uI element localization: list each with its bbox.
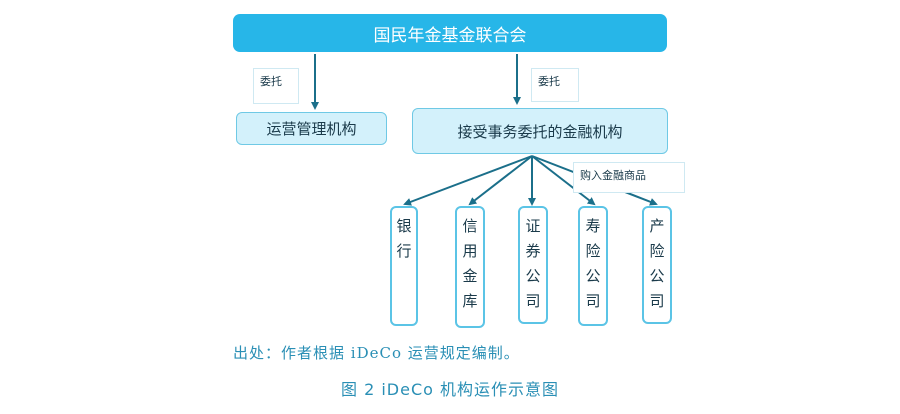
arrow-to-shinkin: [468, 155, 533, 206]
institution-char: 库: [462, 292, 478, 310]
arrow-to-life-insurance: [531, 155, 596, 206]
institution-char: 金: [462, 267, 478, 285]
operations-management-box: 运营管理机构: [236, 112, 387, 145]
source-note: 出处：作者根据 iDeCo 运营规定编制。: [233, 344, 520, 362]
institution-char: 司: [649, 292, 665, 310]
institution-char: 行: [396, 242, 412, 260]
purchase-products-tag: 购入金融商品: [573, 162, 685, 193]
institution-char: 证: [525, 217, 541, 235]
national-pension-fund-federation-box: 国民年金基金联合会: [233, 14, 667, 52]
national-pension-fund-federation-label: 国民年金基金联合会: [373, 25, 527, 46]
institution-char: 司: [525, 292, 541, 310]
institution-char: 券: [525, 242, 541, 260]
institution-char: 公: [525, 267, 541, 285]
institution-char: 信: [462, 217, 478, 235]
delegate-tag-left: 委托: [253, 68, 299, 104]
institution-bank: 银 行: [390, 206, 418, 326]
institution-char: 银: [396, 217, 412, 235]
institution-char: 寿: [585, 217, 601, 235]
figure-caption: 图 2 iDeCo 机构运作示意图: [340, 380, 559, 399]
operations-management-label: 运营管理机构: [266, 120, 357, 138]
entrusted-financial-institution-label: 接受事务委托的金融机构: [457, 122, 623, 141]
institution-char: 公: [585, 267, 601, 285]
institution-shinkin: 信 用 金 库: [455, 206, 485, 328]
entrusted-financial-institution-box: 接受事务委托的金融机构: [412, 108, 668, 154]
institution-securities: 证 券 公 司: [518, 206, 548, 324]
delegate-tag-right: 委托: [531, 68, 579, 102]
institution-char: 公: [649, 267, 665, 285]
institution-life-insurance: 寿 险 公 司: [578, 206, 608, 326]
institution-char: 产: [649, 217, 665, 235]
institution-property-insurance: 产 险 公 司: [642, 206, 672, 324]
institution-char: 司: [585, 292, 601, 310]
institution-char: 险: [649, 242, 665, 260]
institution-char: 用: [462, 242, 478, 260]
institution-char: 险: [585, 242, 601, 260]
arrow-to-bank: [403, 155, 533, 206]
